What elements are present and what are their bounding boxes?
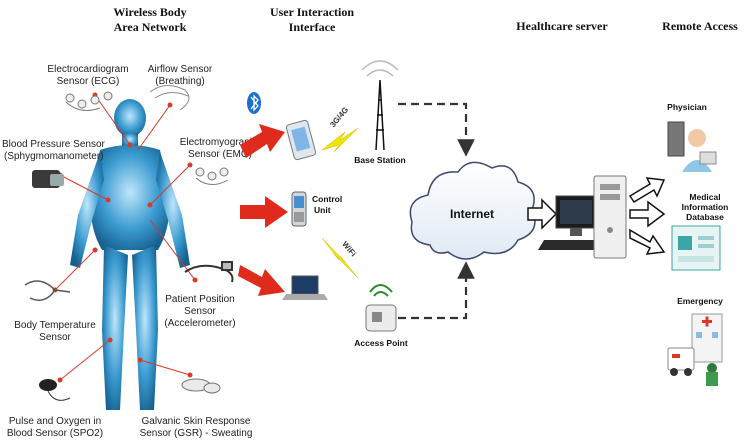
label-emg-sensor: Electromyography [180, 137, 261, 148]
label-3g4g: 3G/4G [328, 105, 350, 129]
section-title-user-interface: User Interaction [270, 5, 354, 19]
lightning-3g4g [321, 127, 359, 153]
sensor-dot [105, 197, 111, 203]
label-position-sensor: Patient Position [165, 294, 235, 305]
emg-sensor-icon [195, 167, 229, 185]
laptop-icon [282, 275, 328, 300]
arrows-to-remote [628, 177, 666, 255]
temperature-sensor-icon [24, 280, 71, 301]
label-ecg-sensor: Electrocardiogram [47, 64, 128, 75]
label-ecg-sensor-line2: Sensor (ECG) [57, 76, 120, 87]
section-title-healthcare-server: Healthcare server [516, 19, 608, 33]
blood-pressure-cuff-icon [32, 170, 64, 188]
spo2-sensor-icon [39, 379, 71, 401]
section-title-remote-access: Remote Access [662, 19, 738, 33]
sensor-dot [127, 142, 133, 148]
arrow-cloud-to-server [527, 198, 558, 230]
label-medical-line2: Information [682, 202, 729, 212]
medical-database-icon [671, 225, 721, 271]
sensor-dot [107, 337, 113, 343]
sensor-dot [92, 247, 98, 253]
label-control-unit-line2: Unit [314, 205, 331, 215]
section-title-wban-line2: Area Network [114, 20, 187, 34]
section-title-user-interface-line2: Interface [289, 20, 336, 34]
label-medical-line3: Database [686, 212, 724, 222]
label-medical: Medical [689, 192, 720, 202]
ecg-sensor-icon [65, 91, 113, 111]
physician-icon [667, 121, 717, 172]
label-wifi: WiFi [340, 240, 358, 259]
bluetooth-icon [247, 92, 261, 114]
airflow-sensor-icon [149, 85, 190, 111]
sensor-dot [167, 102, 173, 108]
label-control-unit: Control [312, 194, 342, 204]
label-physician: Physician [667, 102, 707, 112]
base-station-tower-icon [361, 60, 399, 151]
red-arrow-to-phone [240, 124, 285, 158]
internet-cloud [409, 161, 536, 260]
label-blood-pressure-sensor: Blood Pressure Sensor [2, 139, 106, 150]
sensor-dots [52, 92, 198, 383]
sensor-lines [54, 94, 196, 381]
gsr-sensor-icon [181, 378, 221, 394]
dashed-links [398, 102, 475, 320]
lightning-bolts [321, 127, 359, 279]
label-access-point: Access Point [354, 338, 408, 348]
label-spo2-sensor: Pulse and Oxygen in [9, 416, 101, 427]
label-airflow-sensor: Airflow Sensor [148, 64, 213, 75]
label-base-station: Base Station [354, 155, 406, 165]
sensor-dot [187, 372, 193, 378]
label-position-sensor-line2: Sensor [184, 306, 216, 317]
label-spo2-sensor-line2: Blood Sensor (SPO2) [7, 428, 103, 439]
label-gsr-sensor: Galvanic Skin Response [142, 416, 251, 427]
section-title-wban: Wireless Body [113, 5, 186, 19]
label-emergency: Emergency [677, 296, 723, 306]
access-point-icon [365, 284, 397, 332]
label-airflow-sensor-line2: (Breathing) [155, 76, 204, 87]
smartphone-icon [285, 119, 317, 161]
label-position-sensor-line3: (Accelerometer) [164, 318, 235, 329]
red-arrow-to-laptop [238, 265, 285, 296]
emergency-icon [667, 313, 723, 386]
label-internet: Internet [450, 207, 494, 221]
position-sensor-icon [184, 261, 234, 283]
label-emg-sensor-line2: Sensor (EMG) [188, 149, 252, 160]
arrow-to-medical-db [629, 200, 666, 228]
human-body-figure [70, 99, 190, 410]
sensor-dot [137, 357, 143, 363]
sensor-dot [192, 277, 198, 283]
label-temperature-sensor: Body Temperature [14, 320, 96, 331]
label-gsr-sensor-line2: Sensor (GSR) - Sweating [140, 428, 253, 439]
red-arrows [238, 124, 288, 296]
control-unit-icon [291, 191, 307, 227]
label-blood-pressure-sensor-line2: (Sphygmomanometer) [4, 151, 103, 162]
sensor-dot [147, 202, 153, 208]
sensor-dot [187, 162, 193, 168]
healthcare-server-icon [538, 175, 627, 259]
label-temperature-sensor-line2: Sensor [39, 332, 71, 343]
arrow-to-emergency [629, 228, 666, 255]
arrow-to-physician [628, 177, 666, 204]
lightning-wifi [321, 237, 359, 279]
red-arrow-to-control-unit [240, 196, 288, 228]
sensor-dot [57, 377, 63, 383]
